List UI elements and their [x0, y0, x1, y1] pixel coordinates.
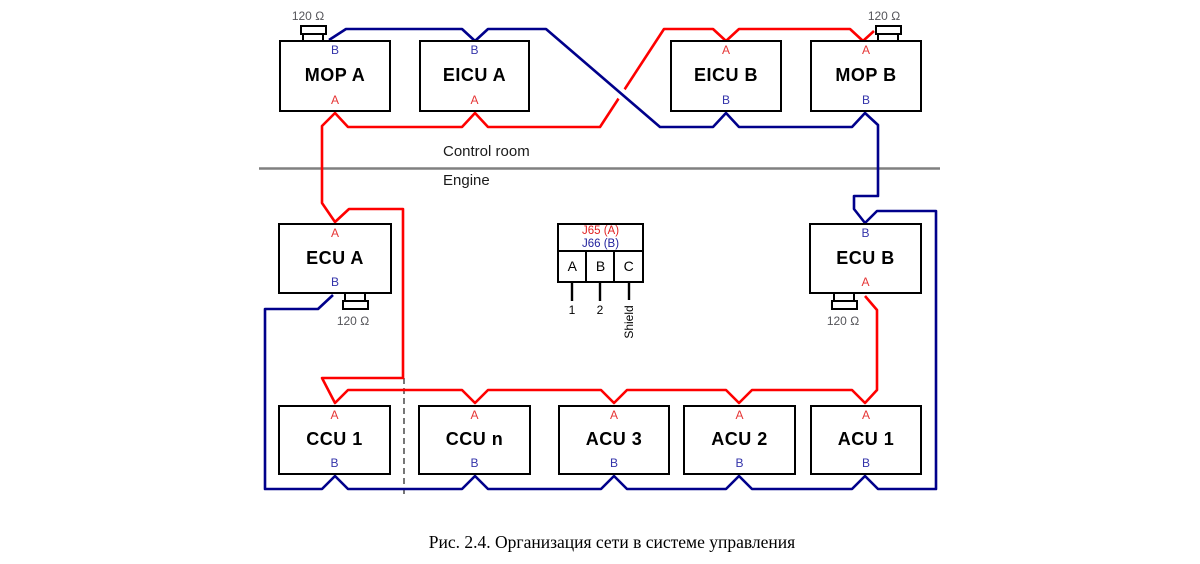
- terminal-label-top: B: [861, 226, 870, 240]
- node-eicu-a: B EICU A A: [419, 40, 530, 112]
- node-eicu-b: A EICU B B: [670, 40, 782, 112]
- terminal-label-bottom: B: [470, 456, 479, 470]
- node-ccu-n: A CCU n B: [418, 405, 531, 475]
- node-ecu-b: B ECU B A: [809, 223, 922, 294]
- node-mop-b: A MOP B B: [810, 40, 922, 112]
- node-title: CCU 1: [306, 429, 363, 449]
- node-title: EICU B: [693, 65, 758, 85]
- node-title: ACU 3: [585, 429, 643, 449]
- terminal-label-top: B: [330, 43, 339, 57]
- connector-pin-label-2: 2: [596, 303, 604, 317]
- connector-cells: A B C: [557, 249, 645, 283]
- node-mop-a: B MOP A A: [279, 40, 391, 112]
- node-title: EICU A: [442, 65, 507, 85]
- terminal-label-bottom: B: [609, 456, 618, 470]
- terminal-label-bottom: B: [861, 93, 870, 107]
- terminal-label-top: A: [330, 226, 339, 240]
- node-title: ACU 1: [837, 429, 895, 449]
- section-label-control-room: Control room: [443, 143, 530, 160]
- terminal-label-top: A: [470, 408, 479, 422]
- connector-cell-c: C: [613, 249, 645, 283]
- connector-line-b: J66 (B): [581, 237, 620, 250]
- node-ecu-a: A ECU A B: [278, 223, 392, 294]
- connector-cell-b: B: [585, 249, 616, 283]
- terminal-label-top: A: [861, 408, 870, 422]
- node-acu-3: A ACU 3 B: [558, 405, 670, 475]
- figure-caption: Рис. 2.4. Организация сети в системе упр…: [428, 532, 796, 552]
- node-title: MOP A: [304, 65, 366, 85]
- terminal-label-top: A: [735, 408, 744, 422]
- terminator-label-ecu-b: 120 Ω: [826, 314, 860, 328]
- terminal-label-top: B: [470, 43, 479, 57]
- connector-pin-lines: [570, 283, 631, 301]
- connector-cell-a: A: [557, 249, 588, 283]
- bus-a-wire: [320, 27, 879, 405]
- terminal-label-bottom: B: [721, 93, 730, 107]
- node-ccu-1: A CCU 1 B: [278, 405, 391, 475]
- terminal-label-bottom: A: [861, 275, 870, 289]
- terminal-label-top: A: [861, 43, 870, 57]
- terminator-label-mop-b: 120 Ω: [867, 9, 901, 23]
- connector-header: J65 (A) J66 (B): [557, 223, 644, 252]
- terminator-resistor-ecu-b: [831, 294, 858, 310]
- section-label-engine: Engine: [443, 172, 490, 189]
- terminal-label-top: A: [721, 43, 730, 57]
- node-title: CCU n: [445, 429, 504, 449]
- terminal-label-bottom: B: [330, 456, 339, 470]
- terminal-label-bottom: B: [861, 456, 870, 470]
- connector-pin-label-1: 1: [568, 303, 576, 317]
- connector-pin-label-shield: Shield: [622, 305, 636, 339]
- terminal-label-bottom: A: [470, 93, 479, 107]
- terminal-label-top: A: [330, 408, 339, 422]
- node-acu-1: A ACU 1 B: [810, 405, 922, 475]
- connector-line-a: J65 (A): [581, 225, 620, 237]
- node-title: ECU B: [836, 247, 895, 268]
- terminal-label-bottom: A: [330, 93, 339, 107]
- terminal-label-top: A: [609, 408, 618, 422]
- terminator-resistor-mop-a: [300, 25, 327, 40]
- terminator-resistor-mop-b: [875, 25, 902, 40]
- node-title: MOP B: [835, 65, 897, 85]
- terminal-label-bottom: B: [735, 456, 744, 470]
- terminator-label-ecu-a: 120 Ω: [336, 314, 370, 328]
- node-title: ACU 2: [711, 429, 768, 449]
- terminator-label-mop-a: 120 Ω: [291, 9, 325, 23]
- bus-b-wire: [263, 27, 938, 491]
- terminator-resistor-ecu-a: [342, 294, 369, 310]
- node-title: ECU A: [306, 247, 364, 268]
- node-acu-2: A ACU 2 B: [683, 405, 796, 475]
- terminal-label-bottom: B: [330, 275, 339, 289]
